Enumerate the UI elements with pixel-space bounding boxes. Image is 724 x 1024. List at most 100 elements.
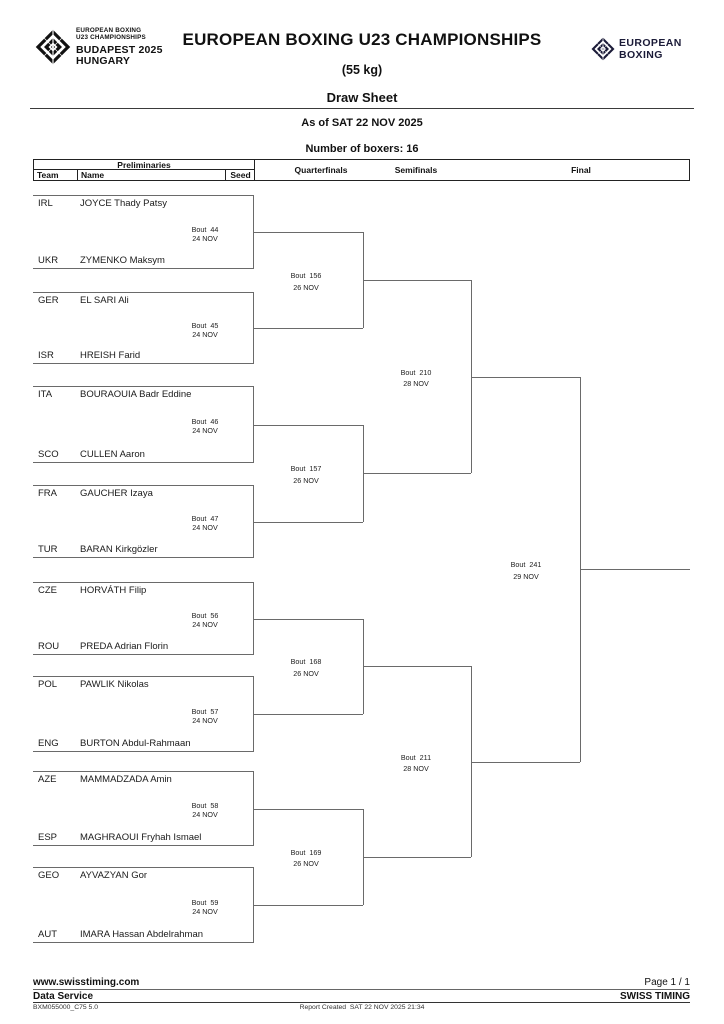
boxer-team: ISR <box>38 350 54 361</box>
prelim-winner-line <box>253 905 363 906</box>
european-boxing-logo: EUROPEAN BOXING <box>591 36 682 62</box>
quarterfinal-winner-line <box>363 666 471 668</box>
boxer-team: TUR <box>38 544 58 555</box>
header-divider <box>30 108 694 109</box>
boxer-row: AUT IMARA Hassan Abdelrahman <box>38 929 249 940</box>
bout-date: 24 NOV <box>192 906 218 916</box>
swiss-timing-label: SWISS TIMING <box>620 991 690 1002</box>
boxer-team: CZE <box>38 585 57 596</box>
boxer-team: GER <box>38 295 59 306</box>
bout-number: Bout 56 <box>191 611 219 620</box>
boxer-team: ITA <box>38 389 53 400</box>
boxer-name: BURTON Abdul-Rahmaan <box>80 738 191 749</box>
boxer-team: AZE <box>38 774 57 785</box>
boxer-row: FRA GAUCHER Izaya <box>38 488 249 499</box>
boxer-name: ZYMENKO Maksym <box>80 255 165 266</box>
bout-date: 26 NOV <box>293 475 319 485</box>
boxer-row: UKR ZYMENKO Maksym <box>38 255 249 266</box>
weight-category: (55 kg) <box>341 63 383 77</box>
event-logo: EUROPEAN BOXING U23 CHAMPIONSHIPS BUDAPE… <box>35 27 163 68</box>
boxer-team: AUT <box>38 929 57 940</box>
quarterfinal-winner-line <box>363 280 471 281</box>
bout-number: Bout 44 <box>191 224 219 234</box>
semifinal-winner-line <box>471 761 580 763</box>
boxer-row: GER EL SARI Ali <box>38 295 249 306</box>
bout-date: 24 NOV <box>192 426 218 435</box>
data-service-label: Data Service <box>33 991 94 1002</box>
bout-number: Bout 157 <box>290 464 322 473</box>
prelim-winner-line <box>253 424 363 426</box>
boxer-name: GAUCHER Izaya <box>80 488 153 499</box>
boxer-row: ISR HREISH Farid <box>38 350 249 361</box>
event-logo-line4: HUNGARY <box>76 55 131 68</box>
bout-date: 26 NOV <box>293 668 319 678</box>
bracket-column-header: Preliminaries Team Name Seed Quarterfina… <box>33 159 690 181</box>
bout-date: 26 NOV <box>293 859 319 869</box>
swisstiming-link[interactable]: www.swisstiming.com <box>33 977 140 988</box>
as-of-date: As of SAT 22 NOV 2025 <box>301 117 423 129</box>
boxer-name: HREISH Farid <box>80 350 141 361</box>
boxer-team: FRA <box>38 488 57 499</box>
bout-date: 24 NOV <box>192 715 218 725</box>
semifinal-winner-line <box>471 376 580 378</box>
bout-number: Bout 57 <box>191 706 219 716</box>
bout-number: Bout 46 <box>191 417 219 426</box>
boxer-team: POL <box>38 679 58 690</box>
boxer-team: ROU <box>38 641 60 652</box>
boxer-name: HORVÁTH Filip <box>80 585 147 596</box>
final-winner-line <box>580 569 690 570</box>
document-type: Draw Sheet <box>326 90 398 105</box>
bout-number: Bout 58 <box>191 801 219 810</box>
boxer-name: MAGHRAOUI Fryhah Ismael <box>80 832 202 843</box>
final-label: Final <box>571 165 591 175</box>
preliminaries-label: Preliminaries <box>34 160 254 170</box>
boxer-team: GEO <box>38 870 60 881</box>
boxer-team: ESP <box>38 832 58 843</box>
quarterfinal-winner-line <box>363 856 471 858</box>
report-created: Report Created SAT 22 NOV 2025 21:34 <box>299 1004 425 1011</box>
bout-number: Bout 211 <box>400 752 432 762</box>
bout-number: Bout 59 <box>191 897 219 907</box>
number-of-boxers: Number of boxers: 16 <box>305 143 419 155</box>
bout-date: 26 NOV <box>293 282 319 292</box>
quarterfinal-winner-line <box>363 473 471 474</box>
bout-date: 28 NOV <box>403 379 429 388</box>
boxer-name: IMARA Hassan Abdelrahman <box>80 929 204 940</box>
team-column-label: Team <box>34 170 78 180</box>
footer-divider <box>33 989 690 990</box>
boxer-name: BOURAOUIA Badr Eddine <box>80 389 192 400</box>
bout-label: Bout 157 26 NOV <box>266 463 346 486</box>
boxer-name: PREDA Adrian Florin <box>80 641 169 652</box>
boxer-name: EL SARI Ali <box>80 295 129 306</box>
bout-date: 24 NOV <box>192 620 218 629</box>
boxer-row: CZE HORVÁTH Filip <box>38 585 249 596</box>
org-logo-line2: BOXING <box>619 48 663 61</box>
diamond-logo-icon <box>591 37 615 61</box>
bout-date: 24 NOV <box>192 233 218 243</box>
boxer-team: UKR <box>38 255 59 266</box>
bout-date: 24 NOV <box>192 523 218 532</box>
event-logo-line3: BUDAPEST 2025 <box>76 43 163 56</box>
prelim-winner-line <box>253 328 363 329</box>
bout-date: 24 NOV <box>192 329 218 339</box>
event-logo-line2: U23 CHAMPIONSHIPS <box>76 34 146 42</box>
event-logo-line1: EUROPEAN BOXING <box>76 27 142 34</box>
boxer-name: CULLEN Aaron <box>80 449 145 460</box>
bout-number: Bout 47 <box>191 514 219 523</box>
